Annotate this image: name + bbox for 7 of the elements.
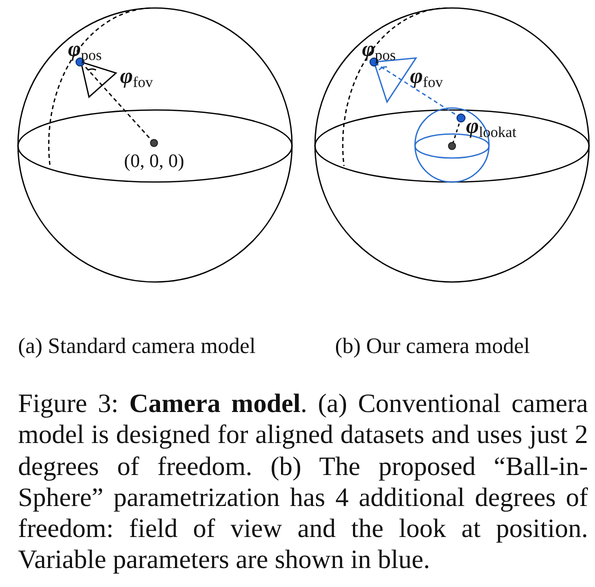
subfigure-caption: (b) Our camera model [335,335,530,357]
parameter-label: φ$_{fov}$ [120,65,153,91]
parameter-label: φ$_{fov}$ [410,65,443,91]
coordinate-label: (0, 0, 0) [124,152,184,171]
subfigure-caption: (a) Standard camera model [18,335,256,357]
parameter-label: φ$_{pos}$ [68,38,102,64]
figure-caption: Figure 3: Camera model. (a) Conventional camera model is designed for aligned datasets and uses just 2 degrees of freedom. (b) The proposed “Ball-in-Sphere” parametrization has 4 additional degrees of freedom: field of view and the look at position. Variable parameters are shown in blue. [18,388,588,576]
